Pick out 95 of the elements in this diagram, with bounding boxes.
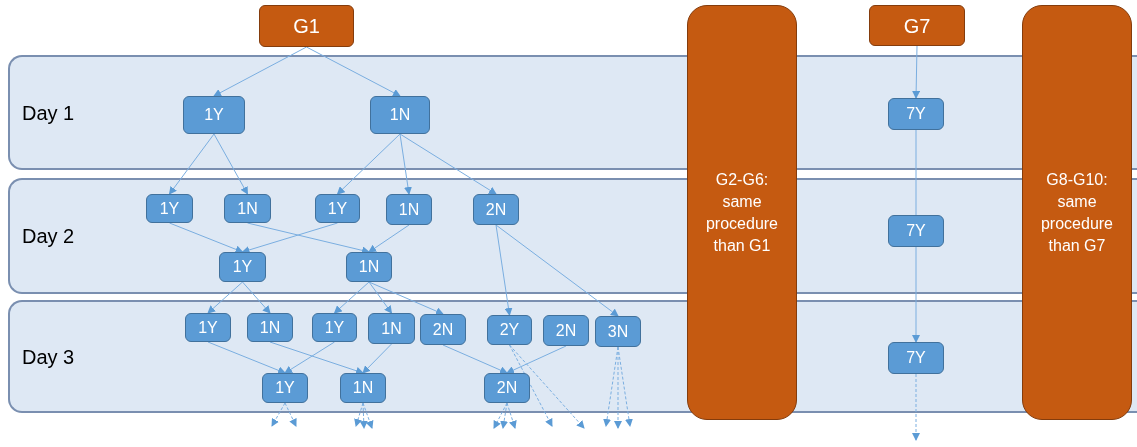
day-label: Day 2 [22,224,75,249]
process-box [312,313,357,342]
node-label: 1N [358,257,380,277]
arrow [493,402,508,429]
node-label: 1N [381,318,402,339]
node-label: 1Y [232,257,253,277]
arrow [399,133,412,195]
process-box [484,373,530,403]
node-label: 1Y [159,198,180,219]
arrow [495,224,619,317]
process-box [420,314,466,345]
process-box [888,342,944,374]
day-label: Day 3 [22,344,75,370]
arrow [509,344,553,427]
process-box [262,373,308,403]
node-label: 1Y [204,105,224,125]
arrow [269,341,364,375]
process-box [183,96,245,134]
arrow [207,341,286,375]
group-box [687,5,797,420]
arrow [509,344,585,429]
node-label: 7Y [906,104,926,124]
arrow [362,402,374,429]
arrow [368,281,444,315]
process-box [146,194,193,223]
node-label: 1N [398,199,420,220]
arrow [333,281,370,314]
process-box [473,194,519,225]
arrow [336,133,401,195]
arrow [506,402,517,429]
process-box [487,315,532,345]
arrow [912,45,921,99]
arrow [399,133,497,195]
node-label: 1Y [327,198,348,219]
arrow [368,224,410,253]
node-label: 1Y [324,317,345,338]
arrow [368,281,393,314]
group-box [869,5,965,46]
arrow [362,343,392,374]
node-label: G8-G10: same procedure than G7 [1039,169,1114,256]
node-label: 2N [485,199,507,220]
process-box [386,194,432,225]
process-box [595,316,641,347]
node-label: 1N [259,317,281,338]
node-label: 3N [607,321,629,342]
arrow [506,345,567,374]
process-box [888,215,944,247]
arrow [168,133,215,195]
node-label: 1N [389,105,411,125]
arrow [284,341,335,374]
arrow [617,346,633,427]
node-label: 1Y [198,317,218,338]
group-box [259,5,354,47]
process-box [219,252,266,282]
arrow [495,224,513,316]
arrow [169,222,244,254]
day-label: Day 1 [22,100,75,126]
node-label: 2N [555,320,577,341]
process-box [346,252,392,282]
group-box [1022,5,1132,420]
node-label: 1Y [275,378,295,398]
node-label: 2N [432,319,454,340]
process-box [340,373,386,403]
arrow [306,46,401,97]
process-box [224,194,271,223]
process-box [888,98,944,130]
arrow [912,246,920,343]
node-label: 7Y [906,221,926,241]
node-label: G1 [293,14,320,39]
arrow [241,222,338,254]
process-box [315,194,360,223]
arrow [603,346,619,427]
process-box [370,96,430,134]
process-box [185,313,231,342]
node-label: 1N [352,378,374,398]
arrow [354,402,364,427]
node-label: G7 [903,13,931,39]
process-box [543,315,589,346]
arrow [247,222,370,255]
arrow [213,133,248,195]
node-label: G2-G6: same procedure than G1 [704,169,779,256]
arrow [500,402,509,429]
arrow [213,46,307,97]
node-label: 7Y [906,348,926,368]
node-label: 1N [237,198,258,219]
node-label: 2Y [499,320,520,340]
node-label: 2N [496,378,518,398]
arrow [207,281,243,314]
arrow [442,344,508,374]
process-box [247,313,293,342]
arrow [271,402,286,427]
arrow [912,373,920,441]
process-box [368,313,415,344]
arrow [284,402,297,427]
arrow [242,281,271,314]
